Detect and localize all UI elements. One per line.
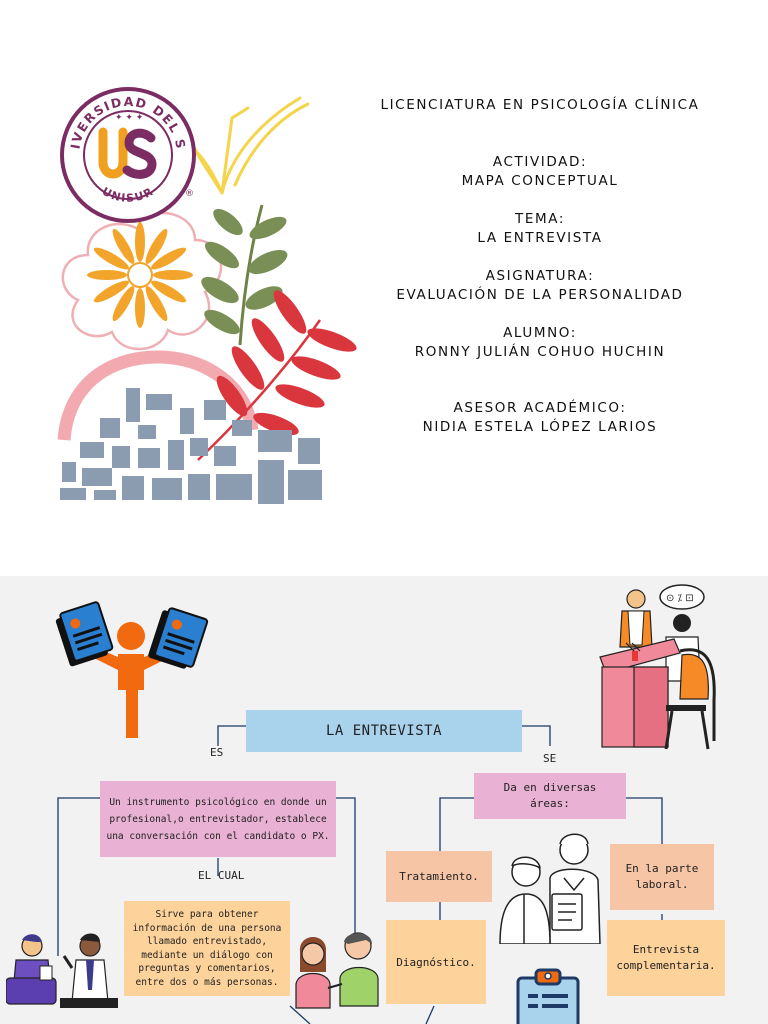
whiteboard-symbols: ⊙ ⁒ ⊡ <box>666 593 694 604</box>
cover-illustration <box>57 96 357 504</box>
logo-stars: ✦ ✦ ✦ <box>115 113 144 123</box>
activity-label: ACTIVIDAD: <box>492 154 588 170</box>
svg-text:UNISUR: UNISUR <box>100 185 156 205</box>
area-diagnostic-box: Diagnóstico. <box>386 920 486 1004</box>
link-label-es: ES <box>210 746 224 759</box>
red-branch <box>197 290 357 461</box>
orange-flower <box>87 222 193 328</box>
definition-box: Un instrumento psicológico en donde un p… <box>100 781 336 857</box>
two-friends-illustration <box>295 932 379 1009</box>
link-label-el-cual: EL CUAL <box>198 869 245 882</box>
clipboard-illustration <box>516 968 580 1024</box>
connector-lines <box>57 725 663 1024</box>
student-label: ALUMNO: <box>503 325 577 341</box>
advisor-block: ASESOR ACADÉMICO: NIDIA ESTELA LÓPEZ LAR… <box>340 399 740 437</box>
interview-line-art-illustration <box>499 833 601 944</box>
areas-intro-box: Da en diversas áreas: <box>474 773 626 819</box>
subject-value: EVALUACIÓN DE LA PERSONALIDAD <box>396 287 684 303</box>
cover-page: UNIVERSIDAD DEL SUR UNISUR ✦ ✦ ✦ ® LICEN… <box>53 80 740 504</box>
area-treatment-box: Tratamiento. <box>386 851 492 902</box>
logo-s-letter <box>122 128 157 179</box>
subject-block: ASIGNATURA: EVALUACIÓN DE LA PERSONALIDA… <box>340 267 740 305</box>
degree-title: LICENCIATURA EN PSICOLOGÍA CLÍNICA <box>380 97 700 113</box>
concept-map-page: LA ENTREVISTA ES SE Un instrumento psico… <box>0 576 768 1024</box>
gray-blocks <box>60 388 322 504</box>
student-value: RONNY JULIÁN COHUO HUCHIN <box>414 344 666 360</box>
link-label-se: SE <box>543 752 557 765</box>
cover-info: LICENCIATURA EN PSICOLOGÍA CLÍNICA ACTIV… <box>340 96 740 456</box>
advisor-value: NIDIA ESTELA LÓPEZ LARIOS <box>422 419 658 435</box>
person-holding-resumes-illustration <box>55 601 209 738</box>
topic-value: LA ENTREVISTA <box>477 230 603 246</box>
registered-mark: ® <box>185 189 194 199</box>
advisor-label: ASESOR ACADÉMICO: <box>453 400 627 416</box>
student-block: ALUMNO: RONNY JULIÁN COHUO HUCHIN <box>340 324 740 362</box>
university-logo: UNIVERSIDAD DEL SUR UNISUR ✦ ✦ ✦ ® <box>53 80 196 223</box>
green-fern <box>201 204 288 346</box>
area-complementary-box: Entrevista complementaria. <box>607 920 725 996</box>
logo-ring-text-bottom: UNISUR <box>100 185 155 205</box>
activity-block: ACTIVIDAD: MAPA CONCEPTUAL <box>340 153 740 191</box>
subject-label: ASIGNATURA: <box>485 268 595 284</box>
topic-block: TEMA: LA ENTREVISTA <box>340 210 740 248</box>
two-people-talking-illustration <box>6 933 118 1008</box>
area-labor-box: En la parte laboral. <box>610 844 714 910</box>
logo-u-letter <box>98 127 128 179</box>
purpose-box: Sirve para obtener información de una pe… <box>124 901 290 996</box>
activity-value: MAPA CONCEPTUAL <box>461 173 619 189</box>
root-concept-box: LA ENTREVISTA <box>246 710 522 752</box>
topic-label: TEMA: <box>515 211 565 227</box>
interview-desk-illustration: ⊙ ⁒ ⊡ <box>599 584 716 750</box>
